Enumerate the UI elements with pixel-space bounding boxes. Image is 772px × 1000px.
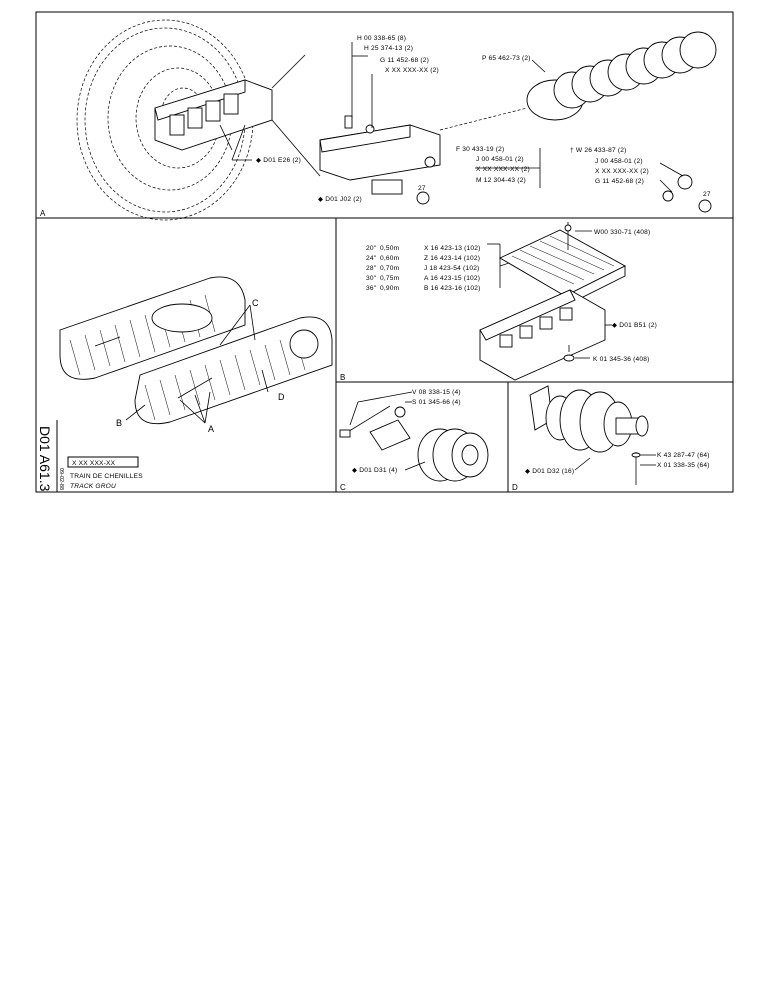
shoe-row-1-metric: 0,50m [380,245,400,252]
track-overview-drawing [59,276,333,425]
track-link-drawing [479,289,606,381]
idler-bracket-drawing [154,54,321,177]
recoil-cylinder-drawing [319,115,712,213]
callout-a-9: M 12 304-43 (2) [476,177,526,184]
overview-marker-c: C [252,298,259,308]
callout-a-14: X XX XXX-XX (2) [595,168,649,175]
shoe-row-2-metric: 0,60m [380,255,400,262]
callout-a-5: P 65 462-73 (2) [482,55,531,62]
section-a-leaders [219,42,684,193]
callout-d-2: K 43 287-47 (64) [657,452,710,459]
shoe-row-5-inch: 36" [366,285,377,292]
track-roller-drawing [529,385,649,485]
callout-a-13: J 00 458-01 (2) [595,158,643,165]
section-c-label: C [340,483,346,492]
callout-c-1: V 08 338-15 (4) [412,389,461,396]
callout-a-8: X XX XXX-XX (2) [476,166,530,173]
callout-a-15: G 11 452-68 (2) [595,178,644,185]
shoe-row-4-inch: 30" [366,275,377,282]
shoe-row-3-part: J 18 423-54 (102) [424,265,479,272]
drawing-border [35,11,734,493]
section-a-label: A [40,209,46,218]
section-d-leaders [574,454,656,471]
callout-a-1: H 00 338-65 (8) [357,35,406,42]
overview-marker-b: B [116,418,122,428]
shoe-row-3-inch: 28" [366,265,377,272]
callout-a-7: J 00 458-01 (2) [476,156,524,163]
callout-a-2: H 25 374-13 (2) [364,45,413,52]
shoe-row-4-metric: 0,75m [380,275,400,282]
sheet-date: 09-02-88 [58,468,64,490]
section-b-label: B [340,373,345,382]
shoe-row-1-part: X 16 423-13 (102) [424,245,481,252]
callout-a-12: † W 26 433-87 (2) [570,147,627,154]
tension-spring-drawing [439,31,717,131]
top-roller-drawing [339,405,489,482]
section-d-label: D [512,483,518,492]
callout-c-2: S 01 345-66 (4) [412,399,461,406]
shoe-row-2-inch: 24" [366,255,377,262]
shoe-row-5-metric: 0,90m [380,285,400,292]
shoe-row-1-inch: 20" [366,245,377,252]
shoe-row-3-metric: 0,70m [380,265,400,272]
callout-a-6: F 30 433-19 (2) [456,146,504,153]
overview-leaders [125,304,269,424]
callout-a-11: ◆ D01 J02 (2) [318,196,362,203]
shoe-table: 20" 0,50m X 16 423-13 (102) 24" 0,60m Z … [366,243,513,292]
sheet-code: D01 A61.3 [37,426,53,492]
callout-a-10: ◆ D01 E26 (2) [256,157,301,164]
callout-c-3: ◆ D01 D31 (4) [352,467,397,474]
sheet-title-fr: TRAIN DE CHENILLES [70,473,143,480]
callout-b-3: K 01 345-36 (408) [593,356,650,363]
section-c-leaders [349,391,426,471]
overview-marker-d: D [278,392,285,402]
sheet-part-number: X XX XXX-XX [72,460,116,467]
dim-a-1: 27 [418,185,426,192]
callout-d-1: ◆ D01 D32 (16) [525,468,574,475]
callout-d-3: X 01 338-35 (64) [657,462,710,469]
shoe-row-5-part: B 16 423-16 (102) [424,285,481,292]
section-b-leaders [575,230,612,359]
callout-a-3: G 11 452-68 (2) [380,57,429,64]
overview-marker-a: A [208,424,214,434]
shoe-row-4-part: A 16 423-15 (102) [424,275,480,282]
part-number-box [67,456,139,468]
callout-a-4: X XX XXX-XX (2) [385,67,439,74]
shoe-row-2-part: Z 16 423-14 (102) [424,255,480,262]
callout-b-1: W00 330-71 (408) [594,229,650,236]
callout-b-2: ◆ D01 B51 (2) [612,322,657,329]
sheet-title-en: TRACK GROU [70,483,116,490]
dim-a-2: 27 [703,191,711,198]
